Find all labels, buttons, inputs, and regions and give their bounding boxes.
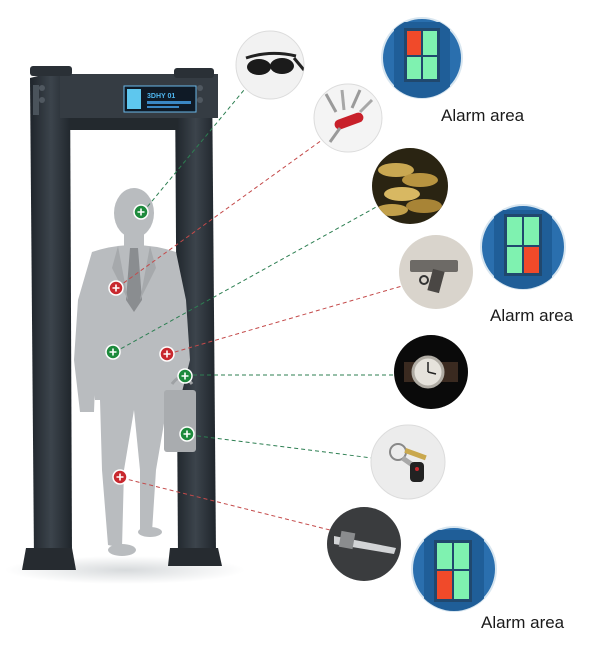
- marker-safe: [105, 344, 121, 360]
- marker-safe: [133, 204, 149, 220]
- line-pistol: [167, 285, 403, 355]
- panel-display-text: 3DHY 01: [147, 93, 175, 100]
- connector-lines: [114, 89, 403, 531]
- alarm-area-label-middle: Alarm area: [490, 306, 574, 325]
- line-sunglasses: [142, 89, 245, 213]
- pocket-knife-icon: [313, 83, 383, 153]
- marker-alarm: [108, 280, 124, 296]
- line-blade: [121, 477, 331, 531]
- marker-alarm: [112, 469, 128, 485]
- alarm-panel-bottom: [411, 526, 497, 612]
- alarm-area-label-bottom: Alarm area: [481, 613, 565, 632]
- coins-icon: [372, 148, 448, 224]
- tie: [126, 248, 142, 312]
- marker-alarm: [159, 346, 175, 362]
- panel-cell-active: [524, 247, 539, 273]
- walk-through-frame: 3DHY 01: [22, 66, 222, 570]
- alarm-panel-middle: [480, 204, 566, 290]
- wristwatch-icon: [394, 335, 468, 409]
- left-pillar: [30, 68, 72, 560]
- line-coins: [114, 205, 379, 353]
- keys-icon: [370, 424, 446, 500]
- line-keys: [189, 434, 373, 459]
- panel-cell-active: [437, 571, 452, 599]
- left-foot: [22, 548, 76, 570]
- blade-icon: [327, 507, 401, 581]
- sunglasses-icon: [235, 30, 305, 100]
- pistol-icon: [399, 235, 473, 309]
- person-silhouette: [74, 188, 190, 556]
- right-foot: [168, 548, 222, 566]
- marker-safe: [177, 368, 193, 384]
- panel-cell-active: [407, 31, 421, 55]
- marker-safe: [179, 426, 195, 442]
- alarm-area-label-top: Alarm area: [441, 106, 525, 125]
- alarm-panel-top: [381, 17, 463, 99]
